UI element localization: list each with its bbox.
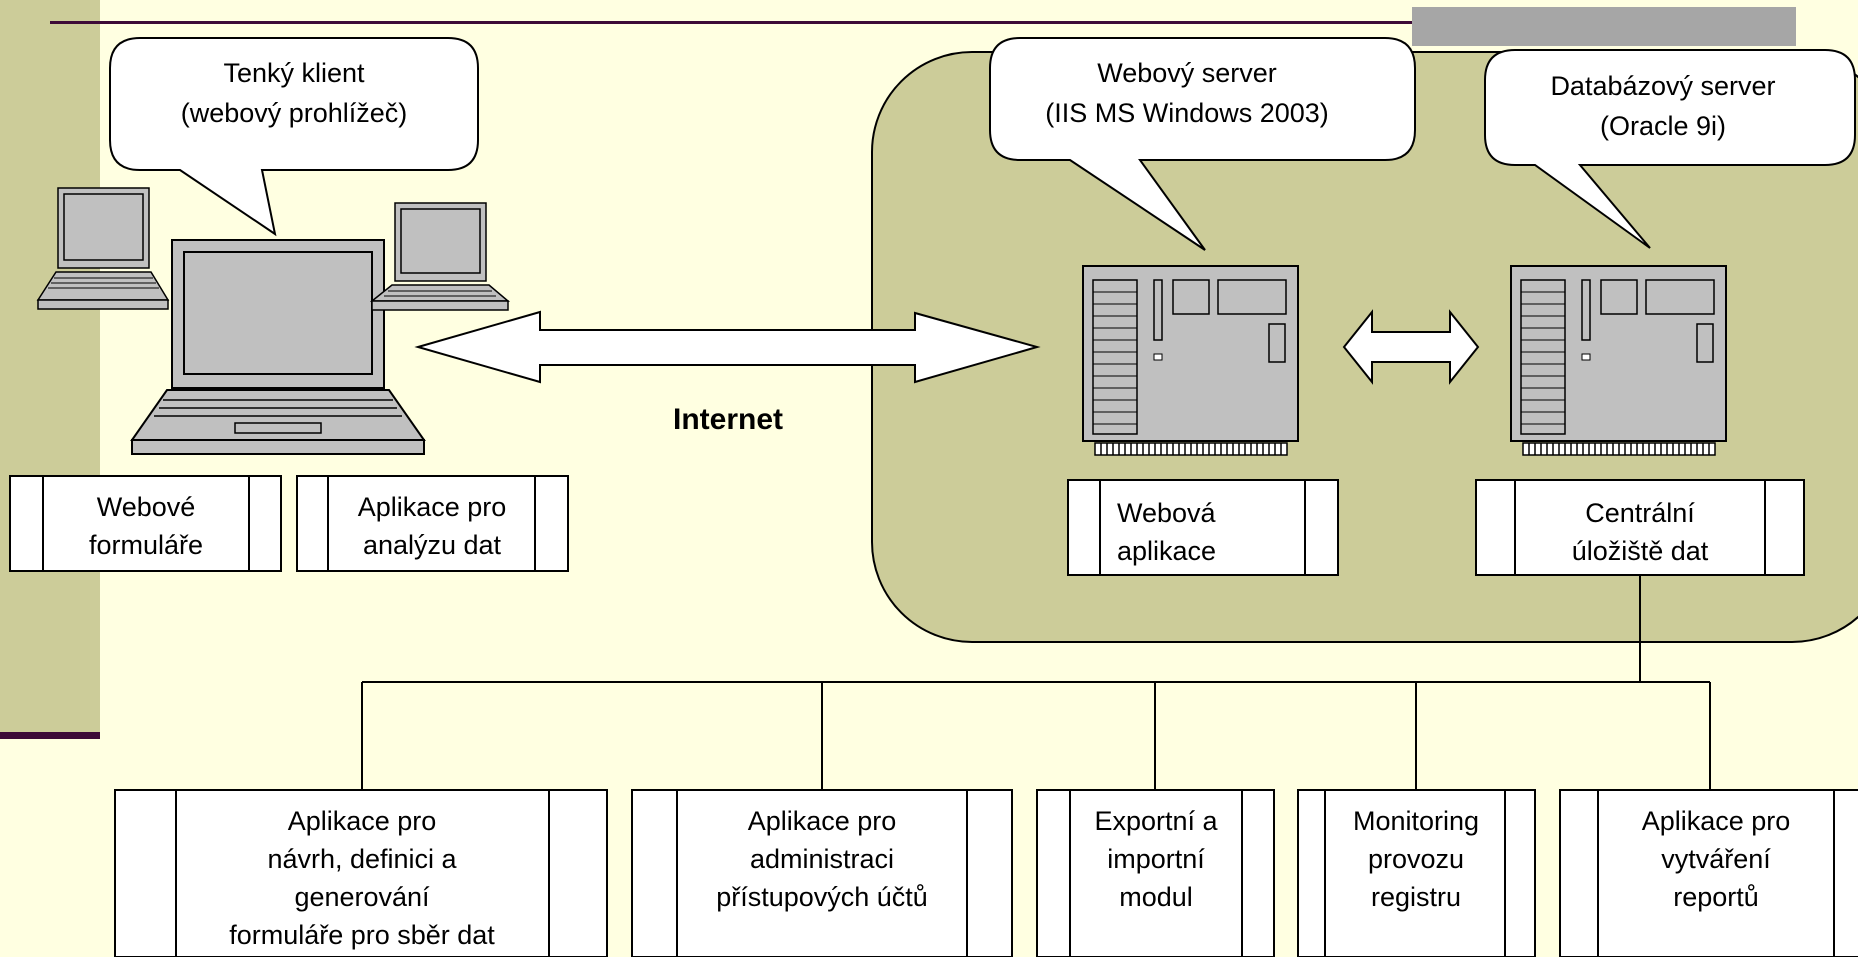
module-export-import: Exportní a importní modul — [1036, 789, 1275, 957]
laptop-icon — [369, 202, 511, 311]
client-callout-line1: Tenký klient — [223, 58, 365, 88]
module-centralni-uloziste: Centrální úložiště dat — [1475, 479, 1805, 576]
module-analyza-dat-line2: analýzu dat — [363, 530, 502, 560]
module-analyza-dat-line1: Aplikace pro — [358, 492, 507, 522]
module-webova-aplikace: Webová aplikace — [1067, 479, 1339, 576]
module-export-import-line3: modul — [1119, 882, 1193, 912]
left-accent-bar — [0, 732, 100, 739]
internet-label: Internet — [673, 403, 783, 436]
client-callout: Tenký klient (webový prohlížeč) — [109, 37, 479, 237]
laptop-icon — [130, 239, 426, 455]
top-grey-bar — [1412, 7, 1796, 46]
web-server-callout: Webový server (IIS MS Windows 2003) — [989, 37, 1416, 251]
client-callout-line2: (webový prohlížeč) — [181, 98, 408, 128]
module-reporty-line3: reportů — [1673, 882, 1759, 912]
server-icon — [1510, 265, 1727, 456]
web-server-callout-line2: (IIS MS Windows 2003) — [1045, 98, 1329, 128]
double-arrow-icon — [1342, 309, 1480, 385]
module-centralni-uloziste-line2: úložiště dat — [1572, 536, 1709, 566]
module-monitoring-line2: provozu — [1368, 844, 1464, 874]
server-icon — [1082, 265, 1299, 456]
module-administrace-uctu-line1: Aplikace pro — [748, 806, 897, 836]
module-administrace-uctu-line2: administraci — [750, 844, 894, 874]
left-strip — [0, 0, 100, 735]
module-monitoring-line1: Monitoring — [1353, 806, 1479, 836]
module-analyza-dat: Aplikace pro analýzu dat — [296, 475, 569, 572]
module-navrh-formularu-line4: formuláře pro sběr dat — [229, 920, 495, 950]
db-server-callout: Databázový server (Oracle 9i) — [1484, 49, 1856, 249]
module-webove-formulare: Webové formuláře — [9, 475, 282, 572]
module-webove-formulare-line2: formuláře — [89, 530, 203, 560]
module-webove-formulare-line1: Webové — [97, 492, 196, 522]
module-administrace-uctu: Aplikace pro administraci přístupových ú… — [631, 789, 1013, 957]
top-accent-line — [50, 21, 1796, 24]
module-reporty-line2: vytváření — [1661, 844, 1771, 874]
laptop-icon — [36, 187, 170, 310]
module-monitoring-line3: registru — [1371, 882, 1461, 912]
web-server-callout-line1: Webový server — [1097, 58, 1277, 88]
connector-tree — [361, 575, 1711, 790]
module-reporty: Aplikace pro vytváření reportů — [1559, 789, 1858, 957]
double-arrow-icon — [414, 310, 1041, 384]
db-server-callout-line2: (Oracle 9i) — [1600, 111, 1726, 141]
module-export-import-line2: importní — [1107, 844, 1205, 874]
module-export-import-line1: Exportní a — [1094, 806, 1218, 836]
module-reporty-line1: Aplikace pro — [1642, 806, 1791, 836]
module-administrace-uctu-line3: přístupových účtů — [716, 882, 928, 912]
module-navrh-formularu-line3: generování — [294, 882, 430, 912]
module-navrh-formularu-line1: Aplikace pro — [288, 806, 437, 836]
module-navrh-formularu: Aplikace pro návrh, definici a generován… — [114, 789, 608, 957]
module-navrh-formularu-line2: návrh, definici a — [267, 844, 457, 874]
module-centralni-uloziste-line1: Centrální — [1585, 498, 1695, 528]
db-server-callout-line1: Databázový server — [1550, 71, 1775, 101]
module-monitoring: Monitoring provozu registru — [1297, 789, 1536, 957]
module-webova-aplikace-line2: aplikace — [1117, 536, 1216, 566]
module-webova-aplikace-line1: Webová — [1117, 498, 1217, 528]
